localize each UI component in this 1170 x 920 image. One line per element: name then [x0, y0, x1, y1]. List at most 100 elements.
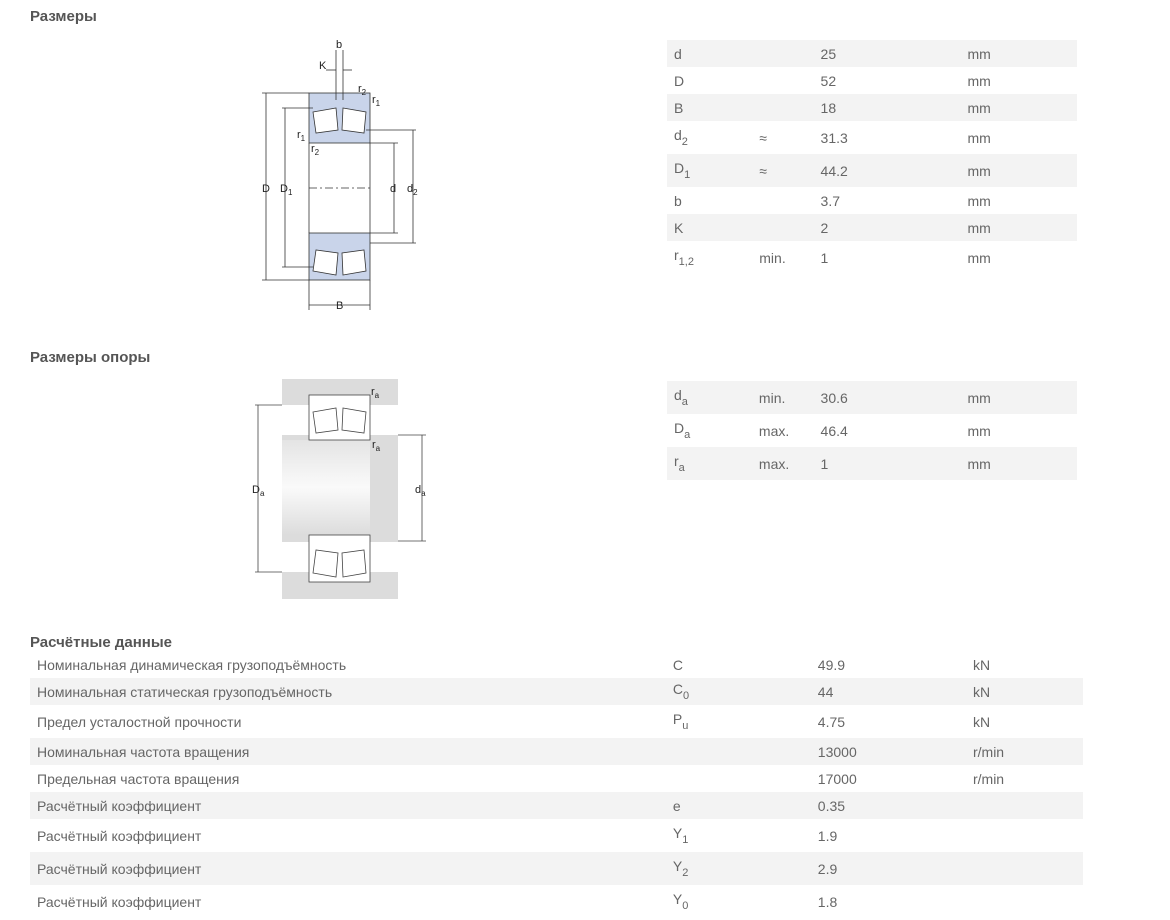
value-cell: 49.9 [817, 656, 846, 673]
symbol: K [674, 219, 684, 236]
value-cell: 0.35 [817, 797, 846, 814]
label-cell: Номинальная частота вращения [37, 743, 250, 760]
symbol-subscript: a [681, 396, 688, 408]
label-Da: Da [252, 484, 265, 498]
symbol-cell: b [667, 187, 752, 214]
table-row: D1 ≈44.2 mm [667, 154, 1077, 187]
label-r2-top: r2 [358, 83, 367, 97]
label-r2-left: r2 [311, 143, 320, 157]
symbol-cell: C0 [666, 678, 811, 705]
symbol: r [674, 453, 679, 469]
table-row: b 3.7 mm [667, 187, 1077, 214]
label-cell: Расчётный коэффициент [37, 860, 202, 877]
value-cell: 25 [820, 45, 837, 62]
symbol-cell: e [666, 792, 811, 819]
label-K: K [319, 60, 327, 72]
symbol-cell [666, 738, 811, 765]
symbol-cell: Pu [666, 705, 811, 738]
calc-table: Номинальная динамическая грузоподъёмност… [30, 651, 1083, 918]
symbol: D [674, 420, 685, 436]
symbol-subscript: 1 [684, 169, 691, 181]
value-cell: 1 [820, 455, 829, 472]
value-cell: 44 [817, 683, 834, 700]
symbol-cell: Y1 [666, 819, 811, 852]
symbol: d [674, 387, 682, 403]
symbol: r [674, 247, 679, 263]
value-cell: 44.2 [820, 162, 848, 179]
unit-cell: mm [967, 129, 991, 146]
unit-cell: mm [967, 72, 991, 89]
symbol: b [674, 192, 682, 209]
value-cell: 1.8 [817, 893, 838, 910]
label-D1: D1 [280, 183, 293, 197]
symbol-subscript: 0 [683, 690, 690, 702]
symbol-cell: r1,2 [667, 241, 752, 274]
label-cell: Расчётный коэффициент [37, 893, 202, 910]
label-b: b [336, 39, 342, 51]
unit-cell: kN [972, 683, 991, 700]
label-r1-left: r1 [297, 129, 306, 143]
table-row: Номинальная динамическая грузоподъёмност… [30, 651, 1083, 678]
label-r1-top: r1 [372, 94, 381, 108]
table-row: Номинальная статическая грузоподъёмность… [30, 678, 1083, 705]
symbol-cell: K [667, 214, 752, 241]
value-cell: 30.6 [820, 389, 848, 406]
qualifier-cell: ≈ [759, 162, 767, 179]
label-cell: Номинальная динамическая грузоподъёмност… [37, 656, 347, 673]
table-row: d 25 mm [667, 40, 1077, 67]
value-cell: 4.75 [817, 713, 846, 730]
bearing-dimension-diagram [262, 50, 416, 310]
unit-cell: mm [967, 192, 991, 209]
label-D: D [262, 183, 270, 195]
symbol-subscript: 1,2 [678, 256, 694, 268]
qualifier-cell [752, 94, 813, 121]
qualifier-cell [752, 67, 813, 94]
value-cell: 13000 [817, 743, 857, 760]
dimensions-heading: Размеры [30, 8, 97, 25]
symbol-cell: d2 [667, 121, 752, 154]
symbol: Y [672, 825, 683, 841]
symbol: D [674, 72, 685, 89]
qualifier-cell: ≈ [759, 129, 767, 146]
symbol-cell: D1 [667, 154, 752, 187]
value-cell: 1.9 [817, 827, 838, 844]
unit-cell: mm [967, 389, 991, 406]
symbol: D [674, 160, 685, 176]
symbol-cell: d [667, 40, 752, 67]
symbol: Y [672, 858, 683, 874]
symbol: C [672, 681, 684, 697]
table-row: Расчётный коэффициент Y0 1.8 [30, 885, 1083, 918]
value-cell: 17000 [817, 770, 857, 787]
unit-cell [966, 819, 1083, 852]
symbol: C [672, 656, 684, 673]
unit-cell: mm [967, 422, 991, 439]
symbol: P [672, 711, 683, 727]
symbol-cell: B [667, 94, 752, 121]
abutment-diagram [255, 379, 426, 599]
value-cell: 18 [820, 99, 837, 116]
symbol-cell: Y0 [666, 885, 811, 918]
symbol-cell: Y2 [666, 852, 811, 885]
value-cell: 3.7 [820, 192, 840, 209]
unit-cell: mm [967, 162, 991, 179]
symbol-cell: D [667, 67, 752, 94]
qualifier-cell: max. [758, 422, 790, 439]
unit-cell [966, 885, 1083, 918]
symbol-subscript: a [684, 429, 691, 441]
label-B: B [336, 300, 343, 312]
symbol-cell: da [667, 381, 752, 414]
unit-cell: mm [967, 45, 991, 62]
symbol-subscript: 2 [682, 867, 689, 879]
label-cell: Предельная частота вращения [37, 770, 240, 787]
symbol: d [674, 45, 682, 62]
